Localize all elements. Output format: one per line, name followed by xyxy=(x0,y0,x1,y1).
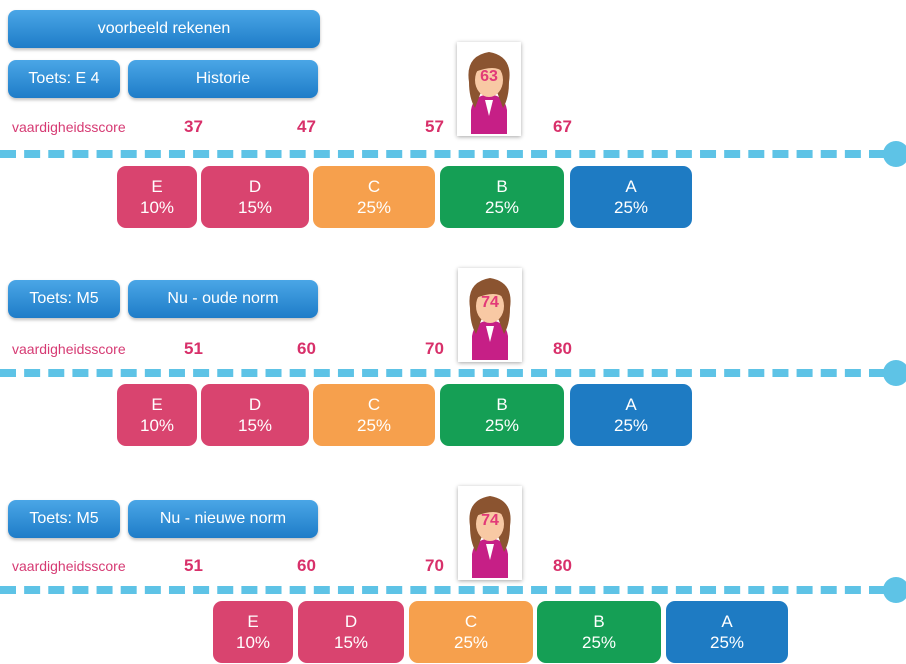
score-axis-label: vaardigheidsscore xyxy=(12,341,126,357)
student-score: 74 xyxy=(481,294,499,311)
scale-end-dot xyxy=(883,141,906,167)
band-C: C 25% xyxy=(313,384,435,446)
test-label: Toets: M5 xyxy=(8,500,120,538)
band-letter: B xyxy=(496,177,508,196)
band-percent: 10% xyxy=(235,633,271,652)
band-E: E 10% xyxy=(117,384,197,446)
band-letter: A xyxy=(721,612,733,631)
band-B: B 25% xyxy=(440,166,564,228)
student-figure-icon xyxy=(468,52,510,134)
tick-4: 80 xyxy=(553,339,572,358)
student-figure-icon xyxy=(469,496,511,578)
student-avatar: 74 xyxy=(458,268,522,362)
score-scale-line xyxy=(0,586,885,594)
band-letter: E xyxy=(151,177,163,196)
band-letter: D xyxy=(344,612,358,631)
band-letter: B xyxy=(593,612,605,631)
tick-1: 51 xyxy=(184,339,203,358)
tick-2: 47 xyxy=(297,117,316,136)
band-letter: C xyxy=(367,395,381,414)
title-banner: voorbeeld rekenen xyxy=(8,10,320,48)
band-percent: 25% xyxy=(613,198,649,217)
band-percent: 15% xyxy=(333,633,369,652)
band-percent: 10% xyxy=(139,416,175,435)
band-C: C 25% xyxy=(313,166,435,228)
tick-1: 51 xyxy=(184,556,203,575)
scale-end-dot xyxy=(883,577,906,603)
band-D: D 15% xyxy=(201,384,309,446)
band-percent: 25% xyxy=(356,198,392,217)
tick-4: 67 xyxy=(553,117,572,136)
norm-label: Nu - nieuwe norm xyxy=(128,500,318,538)
test-label: Toets: M5 xyxy=(8,280,120,318)
band-D: D 15% xyxy=(298,601,404,663)
tick-3: 57 xyxy=(425,117,444,136)
band-letter: A xyxy=(625,177,637,196)
tick-4: 80 xyxy=(553,556,572,575)
student-score: 63 xyxy=(480,68,498,85)
band-E: E 10% xyxy=(117,166,197,228)
tick-3: 70 xyxy=(425,339,444,358)
band-letter: E xyxy=(247,612,259,631)
score-axis-label: vaardigheidsscore xyxy=(12,558,126,574)
band-letter: C xyxy=(367,177,381,196)
student-figure-icon xyxy=(469,278,511,360)
tick-3: 70 xyxy=(425,556,444,575)
band-percent: 25% xyxy=(709,633,745,652)
score-scale-line xyxy=(0,369,885,377)
band-percent: 25% xyxy=(356,416,392,435)
band-B: B 25% xyxy=(537,601,661,663)
tick-1: 37 xyxy=(184,117,203,136)
student-avatar: 63 xyxy=(457,42,521,136)
band-percent: 10% xyxy=(139,198,175,217)
band-percent: 25% xyxy=(484,416,520,435)
norm-label: Historie xyxy=(128,60,318,98)
tick-2: 60 xyxy=(297,339,316,358)
band-letter: D xyxy=(248,177,262,196)
band-letter: B xyxy=(496,395,508,414)
score-axis-label: vaardigheidsscore xyxy=(12,119,126,135)
band-D: D 15% xyxy=(201,166,309,228)
band-percent: 25% xyxy=(484,198,520,217)
band-percent: 25% xyxy=(453,633,489,652)
norm-label: Nu - oude norm xyxy=(128,280,318,318)
band-percent: 15% xyxy=(237,198,273,217)
band-letter: D xyxy=(248,395,262,414)
tick-2: 60 xyxy=(297,556,316,575)
student-avatar: 74 xyxy=(458,486,522,580)
band-percent: 15% xyxy=(237,416,273,435)
scale-end-dot xyxy=(883,360,906,386)
band-A: A 25% xyxy=(666,601,788,663)
band-percent: 25% xyxy=(581,633,617,652)
band-letter: A xyxy=(625,395,637,414)
band-A: A 25% xyxy=(570,166,692,228)
test-label: Toets: E 4 xyxy=(8,60,120,98)
score-scale-line xyxy=(0,150,885,158)
band-A: A 25% xyxy=(570,384,692,446)
band-E: E 10% xyxy=(213,601,293,663)
band-C: C 25% xyxy=(409,601,533,663)
band-B: B 25% xyxy=(440,384,564,446)
student-score: 74 xyxy=(481,512,499,529)
band-percent: 25% xyxy=(613,416,649,435)
band-letter: E xyxy=(151,395,163,414)
band-letter: C xyxy=(464,612,478,631)
